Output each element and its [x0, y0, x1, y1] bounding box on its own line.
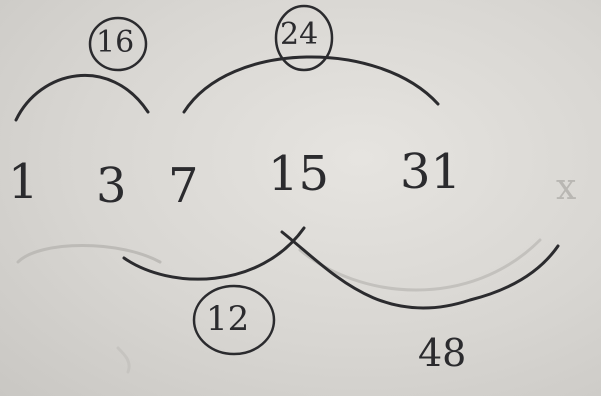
ghost-stroke-mid [298, 238, 542, 292]
arc-bottom-left [122, 226, 306, 281]
sequence-term-2: 3 [96, 158, 127, 214]
circle-top-left [88, 16, 148, 72]
circle-bottom-left [192, 284, 276, 356]
sequence-term-5: 31 [400, 144, 462, 200]
annotation-top-left: 16 [96, 25, 135, 60]
circle-top-right [274, 4, 334, 72]
arc-top-right [182, 55, 440, 114]
annotation-bottom-right: 48 [418, 331, 467, 375]
sequence-term-4: 15 [268, 146, 330, 202]
annotation-top-right: 24 [280, 17, 319, 52]
ghost-stroke-left [16, 244, 162, 264]
ghost-stroke-bottom [116, 346, 131, 374]
annotation-bottom-left: 12 [206, 299, 250, 339]
sequence-term-3: 7 [168, 158, 199, 214]
sequence-term-1: 1 [8, 154, 39, 210]
arc-bottom-right [280, 230, 560, 310]
arc-top-left [14, 73, 150, 122]
sequence-term-6: x [556, 167, 577, 208]
